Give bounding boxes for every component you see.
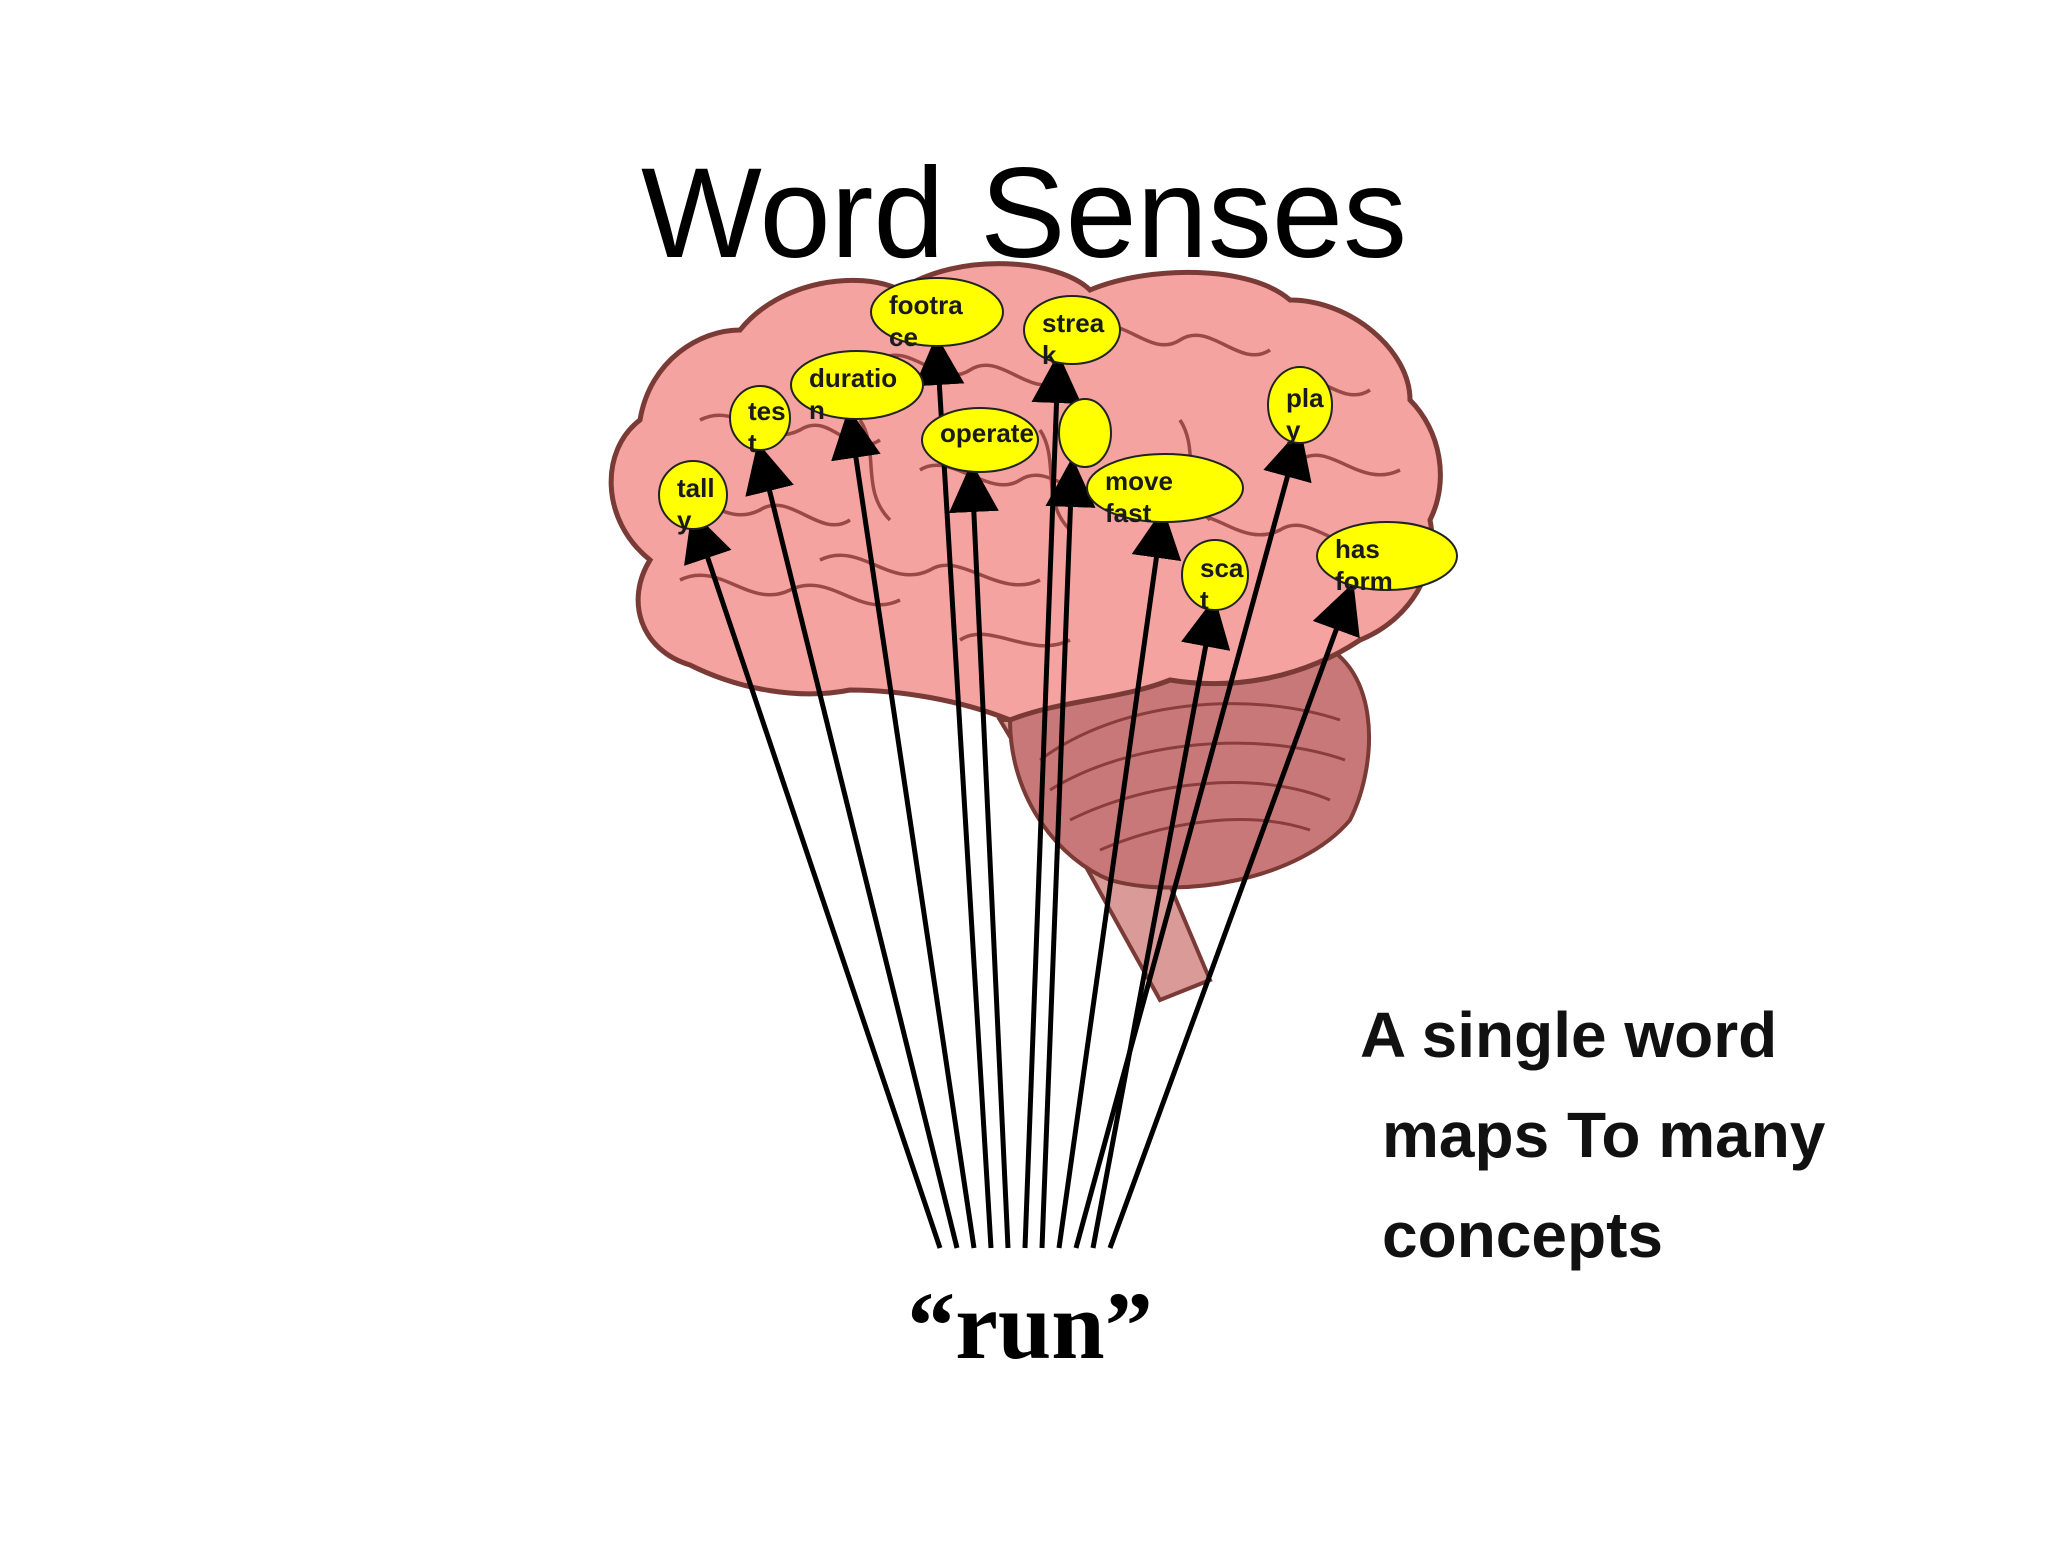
concept-label: footra	[889, 290, 963, 320]
concept-label-overflow: ce	[889, 322, 918, 352]
concept-bubble	[921, 407, 1039, 473]
caption-line-1: A single word	[1360, 999, 1778, 1071]
concept-label-overflow: k	[1042, 340, 1057, 370]
concept-label: move	[1105, 466, 1173, 496]
concept-label-overflow: n	[809, 395, 825, 425]
concept-label: pla	[1286, 383, 1324, 413]
caption: A single word maps To many concepts	[1360, 985, 2000, 1285]
concept-label: has	[1335, 534, 1380, 564]
concept-bubble	[1267, 366, 1333, 444]
arrow-unlabeled	[1039, 457, 1096, 1249]
concept-label: tall	[677, 473, 715, 503]
arrow-has-form	[1107, 582, 1360, 1249]
arrow-scat	[1090, 597, 1231, 1249]
concept-label-overflow: y	[1286, 415, 1301, 445]
concept-label-overflow: form	[1335, 566, 1393, 596]
arrow-operate	[948, 462, 1011, 1249]
arrow-play	[1073, 428, 1312, 1249]
concept-bubble	[1316, 521, 1458, 591]
arrow-test	[745, 442, 960, 1249]
concept-nodes: tallytestdurationfootraceoperatestreakmo…	[658, 277, 1458, 615]
slide-title: Word Senses	[641, 142, 1407, 285]
arrow-move-fast	[1056, 508, 1182, 1249]
concept-bubble	[790, 350, 924, 420]
concept-bubble	[658, 460, 728, 530]
concept-bubble	[1058, 398, 1112, 468]
concept-bubble	[729, 385, 791, 451]
arrow-duration	[831, 408, 977, 1249]
concept-label: sca	[1200, 553, 1244, 583]
concept-label-overflow: y	[677, 505, 692, 535]
concept-label: strea	[1042, 308, 1105, 338]
arrow-tally	[684, 510, 943, 1249]
arrow-footrace	[914, 335, 994, 1249]
concept-label-overflow: t	[748, 428, 757, 458]
concept-label: tes	[748, 396, 786, 426]
concept-label-overflow: fast	[1105, 498, 1152, 528]
concept-unlabeled	[1058, 398, 1112, 468]
concept-bubble	[1181, 539, 1249, 611]
caption-line-3: concepts	[1382, 1199, 1663, 1271]
concept-bubble	[870, 277, 1004, 347]
sense-arrows	[684, 335, 1360, 1249]
cerebellum-folds	[1039, 702, 1346, 852]
concept-bubble	[1086, 453, 1244, 523]
caption-line-2: maps To many	[1382, 1099, 1826, 1171]
source-word: “run”	[907, 1272, 1153, 1379]
concept-label: operate	[940, 418, 1034, 448]
arrow-streak	[1022, 353, 1082, 1249]
concept-operate: operate	[921, 407, 1039, 473]
concept-label-overflow: t	[1200, 585, 1209, 615]
concept-label: duratio	[809, 363, 897, 393]
concept-bubble	[1023, 295, 1121, 365]
